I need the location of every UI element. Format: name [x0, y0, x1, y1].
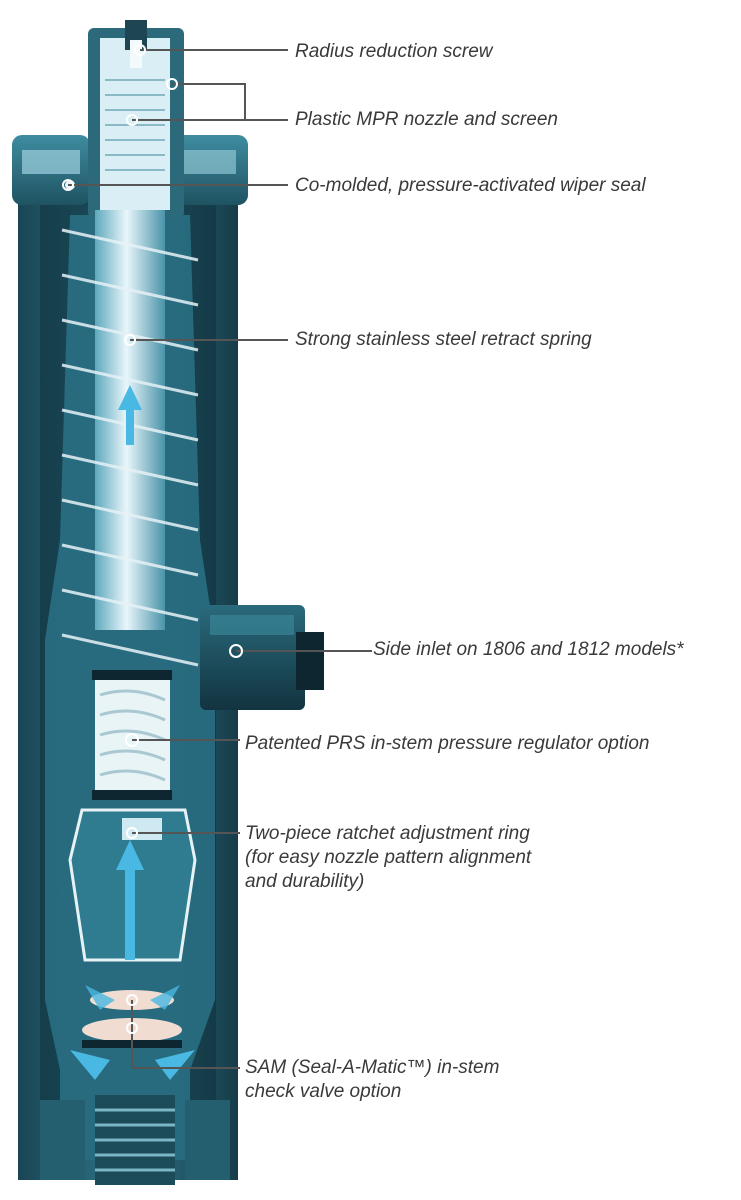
water-flow-arrow-upper [118, 385, 142, 445]
callout-sam-valve: SAM (Seal-A-Matic™) in-stem check valve … [245, 1057, 500, 1102]
water-flow-arrow-lower [116, 840, 144, 960]
threaded-bottom-inlet [40, 1095, 230, 1185]
callout-radius-reduction-screw: Radius reduction screw [295, 41, 493, 62]
callout-retract-spring: Strong stainless steel retract spring [295, 329, 592, 350]
leader-mpr-screen [172, 83, 246, 120]
callout-mpr-nozzle: Plastic MPR nozzle and screen [295, 109, 558, 130]
callout-prs-regulator: Patented PRS in-stem pressure regulator … [245, 733, 650, 754]
leader-markers [62, 44, 243, 1034]
side-inlet [200, 605, 324, 710]
callout-ratchet-ring: Two-piece ratchet adjustment ring (for e… [245, 823, 532, 892]
callout-side-inlet: Side inlet on 1806 and 1812 models* [373, 639, 684, 660]
callout-wiper-seal: Co-molded, pressure-activated wiper seal [295, 175, 646, 196]
retract-spring [61, 228, 199, 667]
